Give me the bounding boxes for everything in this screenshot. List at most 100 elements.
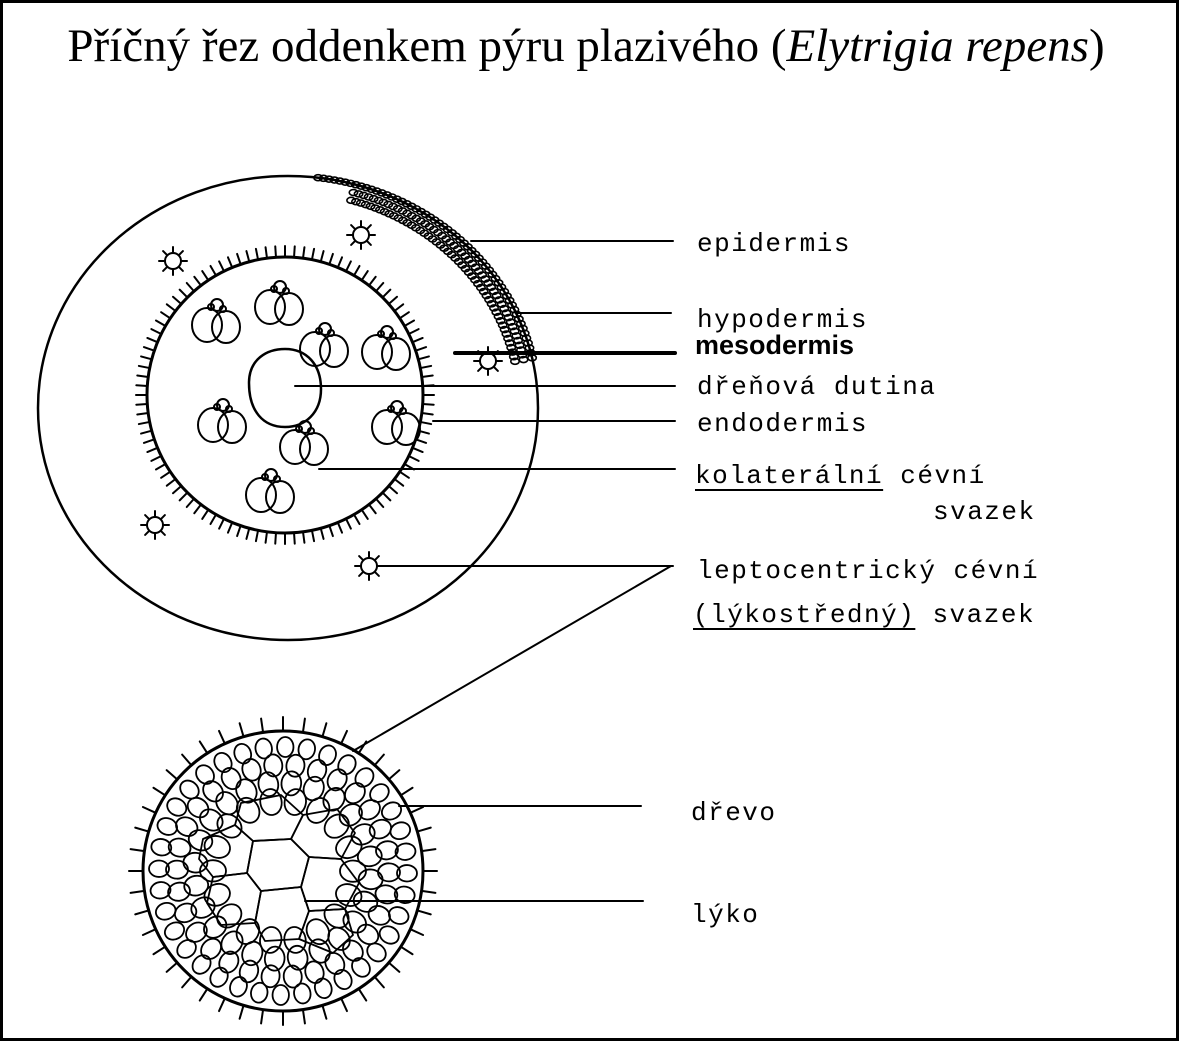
bundle-phloem xyxy=(377,330,385,338)
detail-spine xyxy=(198,740,209,755)
bundle-lobe xyxy=(254,289,286,325)
detail-bundle-outline xyxy=(141,729,425,1013)
epidermis-cell xyxy=(358,191,369,200)
endodermis-hair xyxy=(420,412,434,416)
endodermis-hair xyxy=(419,420,433,426)
detail-cell xyxy=(216,903,243,929)
endodermis-hair xyxy=(411,336,424,344)
detail-cell xyxy=(195,764,215,785)
detail-cell xyxy=(322,787,346,812)
epidermis-cell xyxy=(511,310,522,319)
detail-cell xyxy=(257,771,280,798)
epidermis-cell xyxy=(340,178,351,186)
detail-spine xyxy=(399,945,414,956)
endodermis-hair xyxy=(336,256,344,269)
epidermis-cell xyxy=(506,343,517,352)
endodermis-hair xyxy=(310,529,316,543)
detail-spine xyxy=(321,1004,328,1020)
endodermis-hair xyxy=(328,252,334,266)
detail-cell xyxy=(199,808,224,832)
endodermis-hair xyxy=(135,403,149,406)
bundle-phloem xyxy=(207,303,215,311)
detail-spine xyxy=(260,717,265,734)
detail-spine xyxy=(152,786,167,797)
detail-cell xyxy=(183,874,210,897)
label-collateral-word: kolaterální xyxy=(695,461,884,491)
detail-cell xyxy=(220,930,244,955)
star-ray xyxy=(477,365,484,372)
detail-cell xyxy=(302,775,325,802)
detail-cell xyxy=(149,881,172,900)
endodermis-hair xyxy=(393,303,405,312)
endodermis-hairs xyxy=(135,245,435,545)
bundle-lobe xyxy=(274,292,304,326)
detail-cell xyxy=(203,915,228,939)
bundle-phloem xyxy=(270,285,278,293)
detail-cell xyxy=(203,882,231,907)
endodermis-hair xyxy=(417,355,430,361)
epidermis-cell xyxy=(478,287,489,296)
epidermis-cell xyxy=(368,194,379,203)
bundle-lobe xyxy=(211,310,241,344)
detail-cell xyxy=(305,797,331,824)
endodermis-hair xyxy=(353,264,361,277)
endodermis-hair xyxy=(193,503,202,515)
endodermis-hair xyxy=(146,446,159,454)
epidermis-cell xyxy=(378,198,389,207)
bundle-lobe xyxy=(217,410,247,444)
detail-cell xyxy=(306,758,328,783)
detail-cell xyxy=(356,845,383,868)
star-ray xyxy=(144,514,151,521)
detail-spine xyxy=(198,987,209,1002)
epidermis-cell xyxy=(505,318,516,326)
detail-cell xyxy=(235,778,258,804)
endodermis-hair xyxy=(302,246,306,260)
epidermis-cell xyxy=(365,202,376,211)
epidermis-cell xyxy=(350,180,361,189)
detail-cell xyxy=(229,976,248,998)
epidermis-cell xyxy=(501,292,512,300)
detail-cell xyxy=(166,797,188,817)
detail-cell xyxy=(357,868,384,891)
epidermis-cell xyxy=(473,267,484,275)
epidermis-cell xyxy=(366,185,377,194)
detail-cell xyxy=(354,767,375,788)
detail-cell xyxy=(254,737,273,760)
bundle-phloem xyxy=(225,405,233,413)
endodermis-hair xyxy=(137,364,151,370)
endodermis-hair xyxy=(293,531,296,545)
label-collateral-svazek: svazek xyxy=(933,497,1036,527)
endodermis-hair xyxy=(154,463,167,471)
detail-cell xyxy=(335,835,363,860)
epidermis-cell xyxy=(499,325,510,334)
epidermis-cell xyxy=(497,321,508,329)
detail-cell xyxy=(179,779,200,800)
endodermis-hair xyxy=(368,503,377,515)
detail-spine xyxy=(260,1008,265,1025)
label-endodermis: endodermis xyxy=(697,409,869,439)
endodermis-hair xyxy=(403,319,416,327)
endodermis-hair xyxy=(420,374,434,378)
endodermis-hair xyxy=(178,491,189,502)
detail-cell xyxy=(233,742,253,765)
label-epidermis: epidermis xyxy=(697,229,851,259)
endodermis-hair xyxy=(160,311,172,320)
endodermis-hair xyxy=(293,245,296,259)
detail-cell xyxy=(163,921,186,941)
bundle-phloem xyxy=(399,407,407,415)
detail-cell xyxy=(293,982,312,1005)
endodermis-hair xyxy=(193,275,202,287)
epidermis-cell xyxy=(353,190,364,198)
bundle-lobe xyxy=(197,407,229,443)
epidermis-cell xyxy=(509,305,520,314)
endodermis-hair xyxy=(319,250,325,263)
detail-cell xyxy=(276,736,295,758)
epidermis-cell xyxy=(519,329,530,338)
detail-cell xyxy=(209,966,229,988)
detail-cell xyxy=(375,840,399,861)
epidermis-cell xyxy=(484,295,495,304)
epidermis-cell xyxy=(513,315,524,323)
detail-spine xyxy=(416,826,432,833)
epidermis-cell xyxy=(470,276,481,284)
